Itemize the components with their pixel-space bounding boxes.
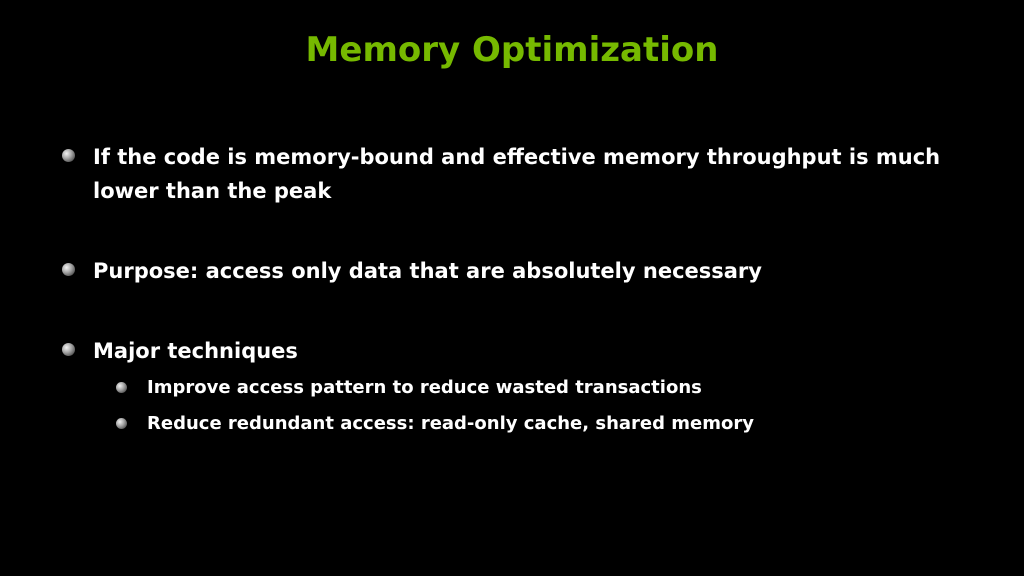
sub-bullet-text: Improve access pattern to reduce wasted … — [147, 377, 702, 398]
sub-bullet-item: Reduce redundant access: read-only cache… — [116, 406, 962, 442]
bullet-list: If the code is memory-bound and effectiv… — [62, 140, 962, 442]
bullet-text: If the code is memory-bound and effectiv… — [93, 145, 941, 203]
sub-bullet-item: Improve access pattern to reduce wasted … — [116, 370, 962, 406]
bullet-icon — [62, 263, 75, 276]
bullet-item: Purpose: access only data that are absol… — [62, 254, 962, 288]
bullet-icon — [62, 149, 75, 162]
bullet-item: If the code is memory-bound and effectiv… — [62, 140, 962, 208]
bullet-text: Major techniques — [93, 339, 298, 363]
bullet-text: Purpose: access only data that are absol… — [93, 259, 762, 283]
sub-bullet-icon — [116, 418, 127, 429]
sub-bullet-icon — [116, 382, 127, 393]
slide-title: Memory Optimization — [305, 30, 719, 70]
sub-bullet-text: Reduce redundant access: read-only cache… — [147, 413, 754, 434]
sub-bullet-list: Improve access pattern to reduce wasted … — [116, 370, 962, 442]
bullet-icon — [62, 343, 75, 356]
bullet-item: Major techniques Improve access pattern … — [62, 334, 962, 442]
